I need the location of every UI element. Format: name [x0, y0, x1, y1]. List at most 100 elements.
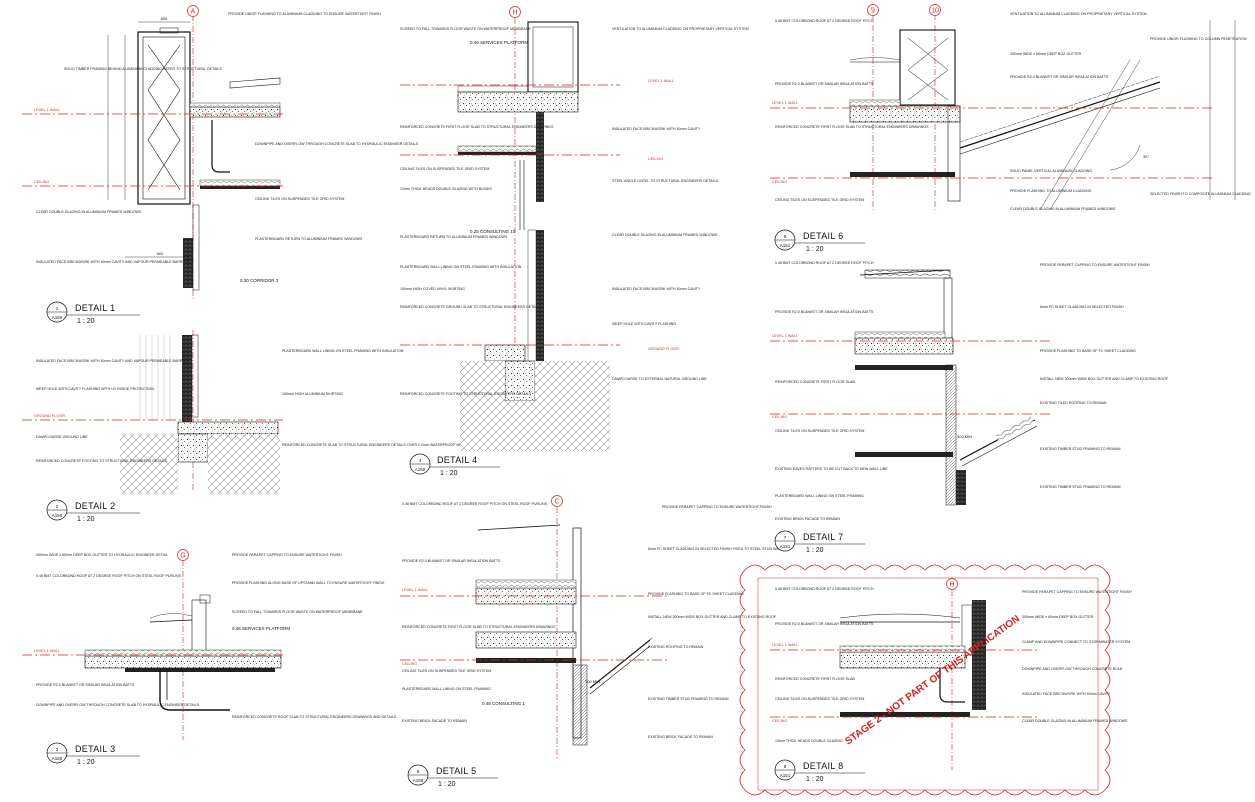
svg-text:SCREED TO FALL TOWARDS FLOOR W: SCREED TO FALL TOWARDS FLOOR WASTE ON WA…: [400, 27, 531, 31]
svg-text:1 : 20: 1 : 20: [806, 547, 824, 554]
svg-text:A151: A151: [780, 243, 791, 248]
svg-text:100mm HIGH ALUMINIUM SKIRTING: 100mm HIGH ALUMINIUM SKIRTING: [282, 392, 343, 396]
svg-text:LEVEL 1 WALL: LEVEL 1 WALL: [648, 79, 674, 83]
svg-text:INSULATED FACE BRICKWORK WITH: INSULATED FACE BRICKWORK WITH 50mm CAVIT…: [36, 359, 189, 363]
svg-text:EXISTING BRICK FACADE TO REMAI: EXISTING BRICK FACADE TO REMAIN: [775, 517, 840, 521]
svg-text:EXISTING EAVES RAFTERS TO BE C: EXISTING EAVES RAFTERS TO BE CUT BACK TO…: [775, 467, 888, 471]
svg-text:WEEP HOLE WITH CAVITY FLASHING: WEEP HOLE WITH CAVITY FLASHING: [612, 322, 676, 326]
svg-text:1 : 20: 1 : 20: [77, 759, 95, 766]
svg-text:CEILING TILES ON SUSPENDED TIL: CEILING TILES ON SUSPENDED TILE GRID SYS…: [775, 429, 864, 433]
detail-title: DETAIL 2: [75, 501, 115, 511]
svg-text:8: 8: [784, 764, 787, 769]
svg-text:PROVIDE R2.0 BLANKET OR SIMILA: PROVIDE R2.0 BLANKET OR SIMILAR INSULATI…: [402, 559, 501, 563]
svg-text:9: 9: [871, 8, 875, 15]
svg-text:CEILING: CEILING: [648, 157, 663, 161]
svg-text:CLEAR DOUBLE GLAZING IN ALUMIN: CLEAR DOUBLE GLAZING IN ALUMINIUM FRAMED…: [36, 210, 142, 214]
svg-text:6mm FC SHEET CLADDING IN SELEC: 6mm FC SHEET CLADDING IN SELECTED FINISH: [1040, 305, 1124, 309]
svg-text:EXISTING BRICK FACADE TO REMAI: EXISTING BRICK FACADE TO REMAIN: [648, 735, 713, 739]
svg-text:REINFORCED CONCRETE FIRST FLOO: REINFORCED CONCRETE FIRST FLOOR SLAB TO …: [775, 125, 929, 129]
svg-text:300mm WIDE x 60mm DEEP BOX GUT: 300mm WIDE x 60mm DEEP BOX GUTTER: [1022, 615, 1094, 619]
svg-text:CEILING TILES ON SUSPENDED TIL: CEILING TILES ON SUSPENDED TILE GRID SYS…: [775, 198, 864, 202]
svg-text:A150: A150: [52, 315, 63, 320]
svg-text:DOWNPIPE AND OVERFLOW THROUGH: DOWNPIPE AND OVERFLOW THROUGH CONCRETE S…: [1022, 667, 1123, 671]
svg-text:6mm FC SHEET CLADDING IN SELEC: 6mm FC SHEET CLADDING IN SELECTED FINISH…: [648, 547, 783, 551]
svg-text:DOWNPIPE AND OVERFLOW THROUGH: DOWNPIPE AND OVERFLOW THROUGH CONCRETE S…: [36, 703, 200, 707]
svg-text:PROVIDE R2.0 BLANKET OR SIMILA: PROVIDE R2.0 BLANKET OR SIMILAR INSULATI…: [1010, 75, 1109, 79]
svg-text:0.48 BMT COLORBOND ROOF AT 2 D: 0.48 BMT COLORBOND ROOF AT 2 DEGREE ROOF…: [775, 587, 874, 591]
svg-text:CEILING: CEILING: [772, 719, 787, 723]
svg-text:CLEAR DOUBLE GLAZING IN ALUMIN: CLEAR DOUBLE GLAZING IN ALUMINIUM FRAMED…: [1010, 207, 1116, 211]
detail-title: DETAIL 7: [803, 532, 843, 542]
svg-text:LEVEL 1 WALL: LEVEL 1 WALL: [772, 334, 798, 338]
svg-text:0.48 BMT COLORBOND ROOF AT 2 D: 0.48 BMT COLORBOND ROOF AT 2 DEGREE ROOF…: [775, 261, 874, 265]
svg-text:REINFORCED CONCRETE FIRST FLOO: REINFORCED CONCRETE FIRST FLOOR SLAB: [775, 677, 855, 681]
detail-5: C LEVEL 1 WALL CEILING 0.48 CONSULTING 1…: [400, 495, 783, 788]
svg-text:A150: A150: [413, 778, 424, 783]
svg-text:CEILING: CEILING: [402, 662, 417, 666]
svg-text:6: 6: [784, 234, 787, 239]
detail-title: DETAIL 8: [803, 761, 843, 771]
svg-text:500: 500: [157, 251, 164, 256]
svg-text:EXISTING BRICK FACADE TO REMAI: EXISTING BRICK FACADE TO REMAIN: [402, 719, 467, 723]
svg-text:SCREED TO FALL TOWARDS FLOOR W: SCREED TO FALL TOWARDS FLOOR WASTE ON WA…: [232, 610, 363, 614]
svg-text:0.48 BMT COLORBOND ROOF AT 2 D: 0.48 BMT COLORBOND ROOF AT 2 DEGREE ROOF…: [775, 19, 874, 23]
svg-text:2: 2: [56, 504, 59, 509]
svg-text:300 MIN: 300 MIN: [957, 434, 972, 439]
svg-text:EXISTING ROOFING TO REMAIN: EXISTING ROOFING TO REMAIN: [648, 645, 704, 649]
svg-text:G: G: [180, 553, 185, 560]
svg-text:DAMPCOURSE TO EXTERNAL NATURAL: DAMPCOURSE TO EXTERNAL NATURAL GROUND LI…: [612, 377, 707, 381]
svg-text:INSTALL NEW 300mm WIDE BOX GUT: INSTALL NEW 300mm WIDE BOX GUTTER AND CL…: [648, 615, 777, 619]
svg-text:SOLID TIMBER FRAMING BEHIND AL: SOLID TIMBER FRAMING BEHIND ALUMINIUM CL…: [64, 67, 222, 71]
svg-text:INSULATED FACE BRICKWORK WITH: INSULATED FACE BRICKWORK WITH 50mm CAVIT…: [612, 287, 701, 291]
svg-text:PLASTERBOARD WALL LINING ON ST: PLASTERBOARD WALL LINING ON STEEL FRAMIN…: [400, 265, 522, 269]
svg-text:LEVEL 1 WALL: LEVEL 1 WALL: [402, 588, 428, 592]
svg-text:0.46 SERVICES PLATFORM: 0.46 SERVICES PLATFORM: [232, 626, 290, 631]
svg-text:REINFORCED CONCRETE FIRST FLOO: REINFORCED CONCRETE FIRST FLOOR SLAB TO …: [400, 125, 554, 129]
svg-text:A151: A151: [780, 544, 791, 549]
svg-text:CEILING: CEILING: [772, 180, 787, 184]
svg-text:300 MIN: 300 MIN: [585, 679, 600, 684]
ceiling-label: CEILING: [34, 180, 49, 184]
svg-text:PROVIDE R2.0 BLANKET OR SIMILA: PROVIDE R2.0 BLANKET OR SIMILAR INSULATI…: [775, 622, 874, 626]
svg-text:WEEP HOLE WITH CAVITY FLASHING: WEEP HOLE WITH CAVITY FLASHING WITH UV I…: [36, 387, 154, 391]
svg-text:REINFORCED CONCRETE FIRST FLOO: REINFORCED CONCRETE FIRST FLOOR SLAB: [775, 380, 855, 384]
svg-text:SOLID PANEL VERTICAL ALUMINIUM: SOLID PANEL VERTICAL ALUMINIUM CLADDING: [1010, 169, 1092, 173]
svg-text:PROVIDE PARAPET CAPPING TO ENS: PROVIDE PARAPET CAPPING TO ENSURE WATERT…: [1040, 263, 1150, 267]
svg-text:0.48 CONSULTING 1: 0.48 CONSULTING 1: [482, 701, 525, 706]
svg-text:REINFORCED CONCRETE SLAB TO ST: REINFORCED CONCRETE SLAB TO STRUCTURAL E…: [282, 443, 478, 447]
detail-title: DETAIL 1: [75, 303, 115, 313]
detail-title: DETAIL 4: [437, 455, 477, 465]
svg-text:100mm HIGH COVED VINYL SKIRTIN: 100mm HIGH COVED VINYL SKIRTING: [400, 287, 465, 291]
detail-8: H LEVEL 1 WALL CEILING 0.48 BMT COLORBON…: [739, 564, 1132, 796]
svg-text:CEILING: CEILING: [772, 415, 787, 419]
svg-text:PROVIDE UNIOR FLASHING TO ALUM: PROVIDE UNIOR FLASHING TO ALUMINIUM CLAD…: [228, 12, 381, 16]
stage-2-stamp: STAGE 2 - NOT PART OF THIS APPLICATION: [843, 613, 1022, 747]
svg-text:DAMPCOURSE GROUND LINE: DAMPCOURSE GROUND LINE: [36, 435, 88, 439]
level-label: LEVEL 1 WALL: [34, 108, 60, 112]
revision-cloud: [739, 564, 1111, 796]
svg-text:PLASTERBOARD WALL LINING ON ST: PLASTERBOARD WALL LINING ON STEEL FRAMIN…: [282, 349, 404, 353]
svg-text:EXISTING TIMBER STUD FRAMING T: EXISTING TIMBER STUD FRAMING TO REMAIN: [1040, 485, 1121, 489]
svg-text:GROUND FLOOR: GROUND FLOOR: [34, 414, 65, 418]
svg-text:1 : 20: 1 : 20: [438, 781, 456, 788]
svg-text:4: 4: [419, 458, 422, 463]
detail-4: H LEVEL 1 WALL CEILING GROUND FLOOR 0.46…: [400, 6, 749, 477]
svg-text:PROVIDE R2.0 BLANKET OR SIMILA: PROVIDE R2.0 BLANKET OR SIMILAR INSULATI…: [36, 683, 135, 687]
svg-text:PROVIDE PARAPET CAPPING TO ENS: PROVIDE PARAPET CAPPING TO ENSURE WATERT…: [662, 505, 772, 509]
svg-text:13mm THICK HEADS DOUBLE GLAZIN: 13mm THICK HEADS DOUBLE GLAZING: [775, 739, 843, 743]
svg-text:CEILING TILES ON SUSPENDED TIL: CEILING TILES ON SUSPENDED TILE GRID SYS…: [775, 697, 864, 701]
svg-text:PLASTERBOARD RETURN TO ALUMINI: PLASTERBOARD RETURN TO ALUMINIUM FRAMED …: [400, 235, 508, 239]
svg-text:0.48 BMT COLORBOND ROOF AT 2 D: 0.48 BMT COLORBOND ROOF AT 2 DEGREE ROOF…: [36, 574, 182, 578]
svg-text:EXISTING TIMBER STUD FRAMING T: EXISTING TIMBER STUD FRAMING TO REMAIN: [1040, 447, 1121, 451]
svg-text:REINFORCED CONCRETE ROOF SLAB: REINFORCED CONCRETE ROOF SLAB TO STRUCTU…: [232, 715, 397, 719]
svg-text:INSULATED FACE BRICKWORK WITH: INSULATED FACE BRICKWORK WITH 50mm CAVIT…: [1022, 692, 1111, 696]
svg-text:LEVEL 1 WALL: LEVEL 1 WALL: [34, 649, 60, 653]
svg-text:0.30 CORRIDOR 3: 0.30 CORRIDOR 3: [240, 278, 279, 283]
svg-text:300mm WIDE x 60mm DEEP BOX GUT: 300mm WIDE x 60mm DEEP BOX GUTTER TO HYD…: [36, 553, 168, 557]
svg-text:0.25 CONSULTING 10: 0.25 CONSULTING 10: [470, 229, 516, 234]
svg-text:PLASTERBOARD WALL LINING ON ST: PLASTERBOARD WALL LINING ON STEEL FRAMIN…: [775, 494, 864, 498]
svg-text:PROVIDE PARAPET CAPPING TO ENS: PROVIDE PARAPET CAPPING TO ENSURE WATERT…: [232, 553, 342, 557]
svg-text:PROVIDE PARAPET CAPPING TO ENS: PROVIDE PARAPET CAPPING TO ENSURE WATERT…: [1022, 590, 1132, 594]
svg-text:1 : 20: 1 : 20: [77, 516, 95, 523]
